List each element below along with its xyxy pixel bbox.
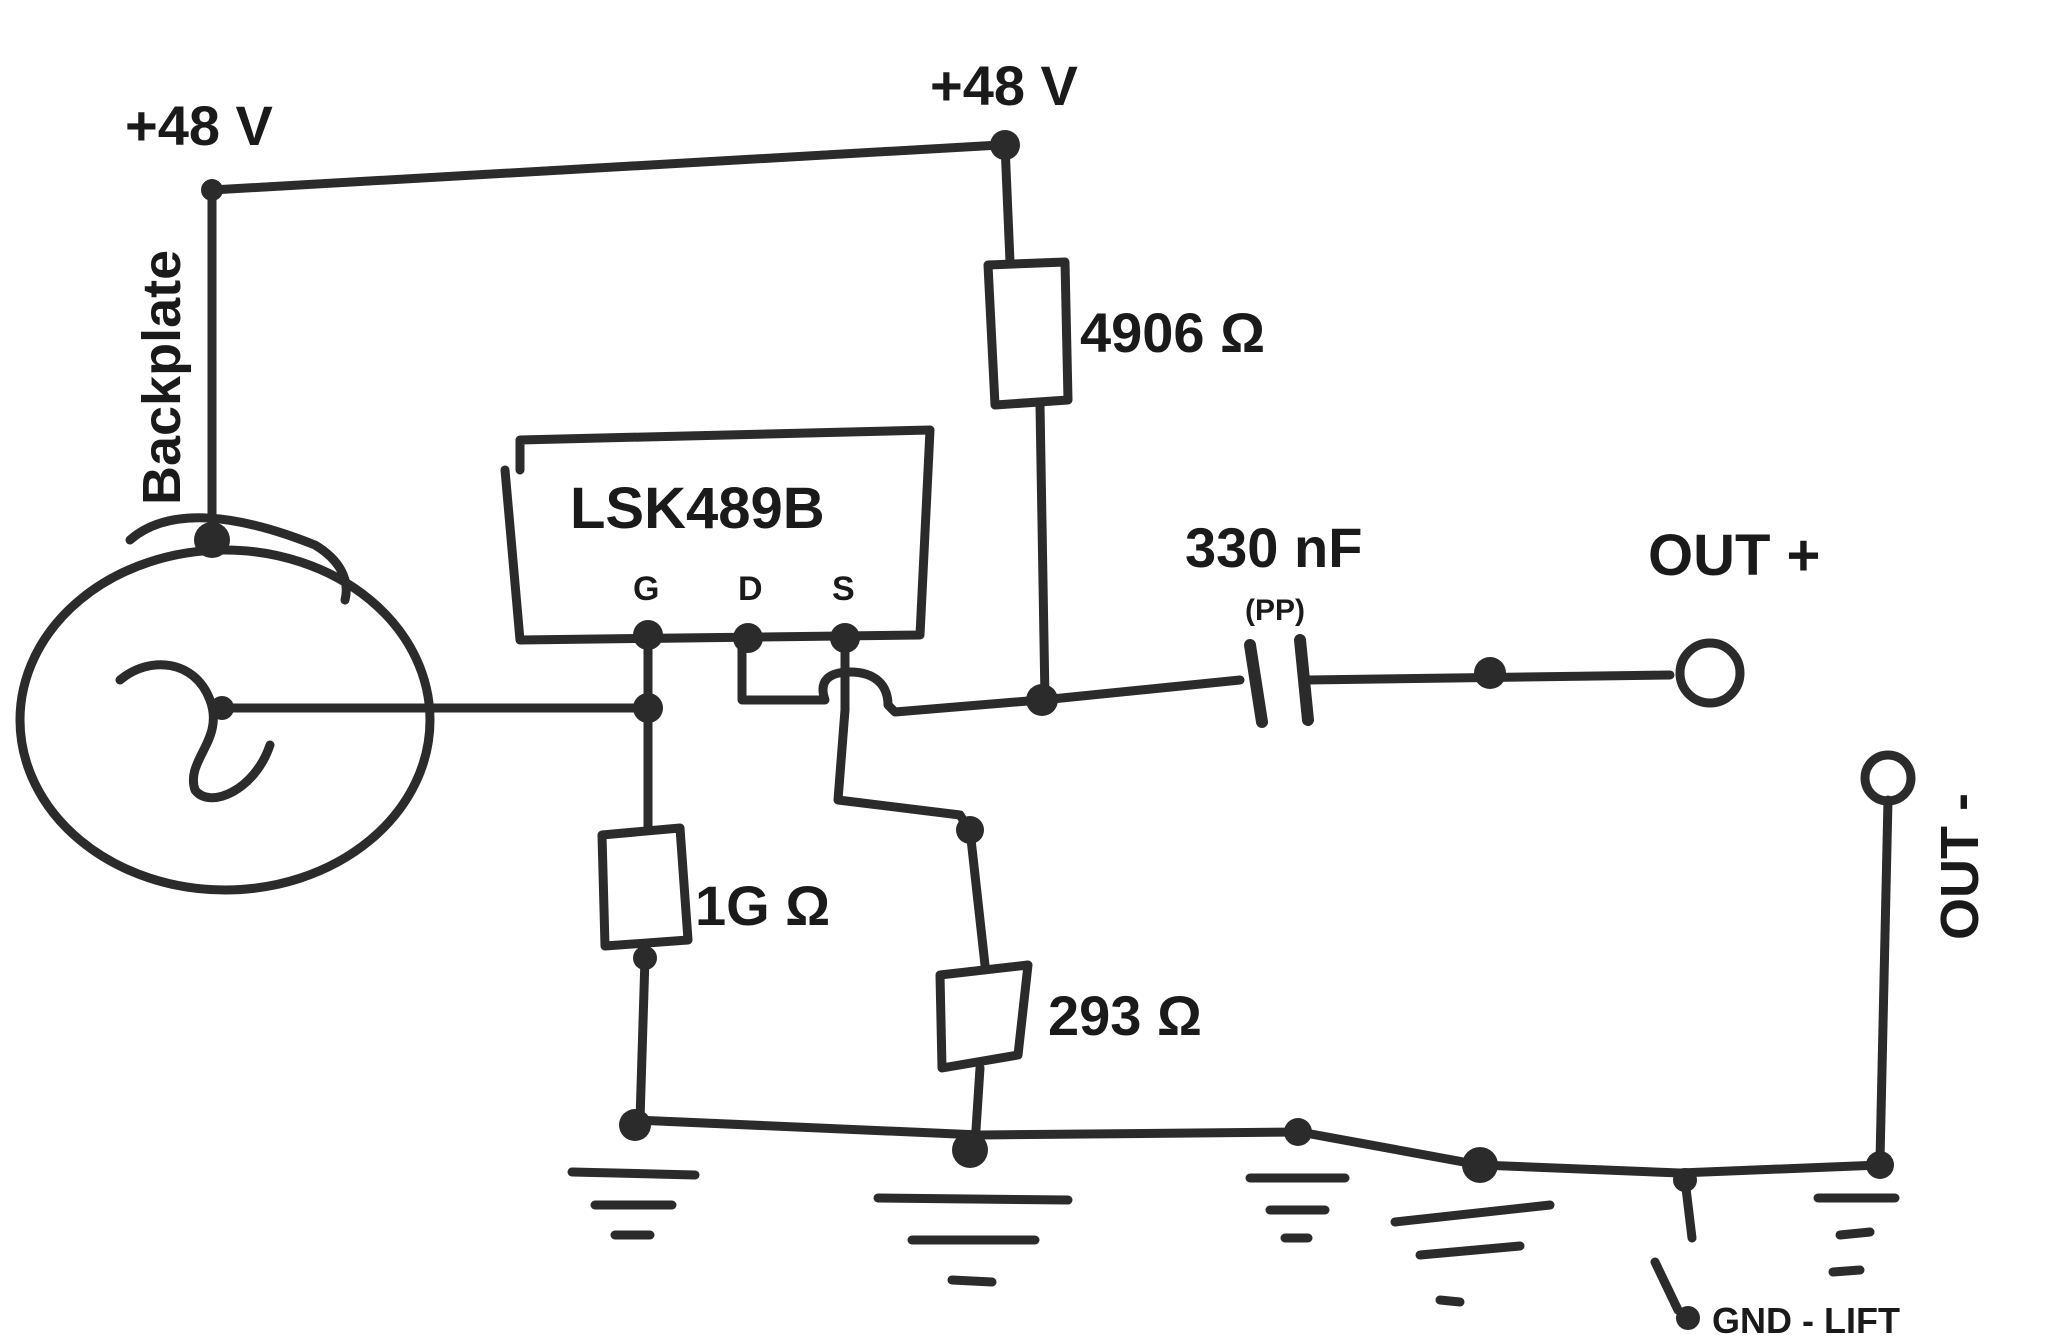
gnd-lift-switch-node: [1676, 1306, 1700, 1330]
source-to-293-wire: [965, 825, 990, 970]
resistor-1g-label: 1G Ω: [695, 874, 830, 937]
capacitor-plate-left: [1244, 639, 1268, 728]
drain-to-cap-wire: [1037, 675, 1245, 705]
source-lead: [833, 633, 973, 833]
out-plus-label: OUT +: [1648, 523, 1820, 588]
gate-pin-label: G: [633, 570, 659, 608]
resistor-1g-body: [597, 823, 693, 951]
gnd-lift-switch-lead: [1680, 1175, 1697, 1243]
chip-label: LSK489B: [570, 476, 825, 541]
capsule-circle: [15, 545, 435, 895]
output-junction-node: [1474, 657, 1506, 689]
chip-body: [500, 425, 935, 645]
ground-symbol-3: [1245, 1173, 1350, 1243]
out-minus-label: OUT -: [1930, 793, 1990, 940]
resistor-293-body: [935, 960, 1033, 1073]
ground-node-2: [952, 1132, 988, 1168]
resistor-4906-label: 4906 Ω: [1080, 301, 1265, 364]
supply-wire-top: [207, 140, 1005, 195]
ground-node-6: [1866, 1151, 1894, 1179]
capacitor-type-label: (PP): [1245, 594, 1305, 627]
backplate-node: [194, 522, 230, 558]
ground-symbol-4: [1390, 1200, 1555, 1307]
capsule-backplate-arc: [125, 513, 351, 605]
ground-node-4: [1462, 1147, 1498, 1183]
supply-label-left: +48 V: [125, 94, 273, 157]
out-minus-terminal: [1860, 750, 1916, 806]
gnd-lift-switch-arm: [1650, 1257, 1683, 1315]
resistor-4906-body: [983, 257, 1073, 410]
source-pin-label: S: [832, 570, 855, 608]
ground-node-1: [619, 1109, 651, 1141]
supply-label-right: +48 V: [930, 54, 1078, 117]
capacitor-value-label: 330 nF: [1185, 516, 1362, 579]
ground-symbol-2: [873, 1193, 1073, 1287]
ground-node-3: [1284, 1118, 1312, 1146]
ground-symbol-1: [567, 1167, 700, 1240]
out-plus-terminal: [1675, 638, 1745, 708]
out-minus-wire: [1875, 795, 1893, 1165]
supply-to-4906-wire: [1000, 140, 1015, 267]
1g-to-ground-wire: [635, 953, 650, 1125]
4906-to-output-wire: [1035, 400, 1050, 705]
drain-pin-label: D: [738, 570, 763, 608]
ground-bus-wire: [630, 1115, 1885, 1178]
ground-symbol-5: [1813, 1193, 1900, 1277]
resistor-293-label: 293 Ω: [1048, 984, 1202, 1047]
gnd-lift-label: GND - LIFT: [1712, 1300, 1900, 1341]
capsule-squiggle-symbol: [115, 660, 275, 803]
drain-lead: [737, 633, 1045, 717]
backplate-label: Backplate: [132, 250, 192, 505]
